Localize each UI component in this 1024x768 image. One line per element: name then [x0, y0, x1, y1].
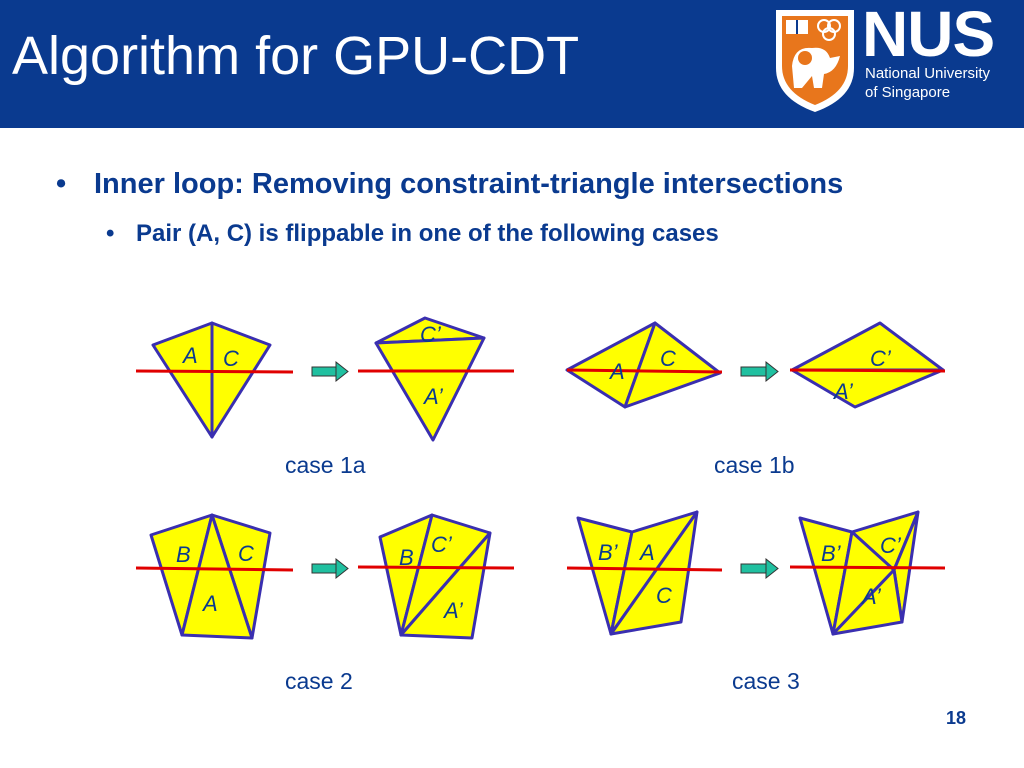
bullet-level2: • Pair (A, C) is flippable in one of the …: [106, 220, 719, 248]
case2-before-triangles: [149, 513, 272, 640]
case3-after-label: C’: [880, 533, 902, 558]
bullet-level2-text: Pair (A, C) is flippable in one of the f…: [136, 220, 719, 247]
case3-before-label: A: [638, 540, 655, 565]
case2-before-label: C: [238, 541, 254, 566]
arrow-icon: [740, 360, 779, 383]
case1a-after-triangles: [374, 316, 486, 442]
case2-before-label: A: [201, 591, 218, 616]
logo-subtitle-line2: of Singapore: [865, 84, 951, 101]
arrow-icon: [311, 360, 349, 383]
case2-after-label: A’: [442, 598, 464, 623]
case2-after-label: B: [399, 545, 414, 570]
bullet-dot-icon: •: [106, 220, 115, 247]
case1a-after-label: A’: [422, 384, 444, 409]
slide-title: Algorithm for GPU-CDT: [12, 26, 580, 86]
bullet-level1-text: Inner loop: Removing constraint-triangle…: [94, 168, 844, 200]
case2-after-label: C’: [431, 532, 453, 557]
case-caption: case 1a: [285, 452, 366, 478]
header-bar: Algorithm for GPU-CDT NUS National Unive…: [0, 0, 1024, 128]
case3-before-label: C: [656, 583, 672, 608]
arrow-icon: [311, 557, 349, 580]
case3-after-triangles: [798, 510, 920, 636]
case3-before-label: B’: [598, 540, 619, 565]
case3-after-label: B’: [821, 541, 842, 566]
case1a-before-label: A: [181, 343, 198, 368]
logo-subtitle: National University of Singapore: [865, 64, 990, 102]
case3-before-triangles: [576, 510, 699, 636]
case-caption: case 2: [285, 668, 353, 694]
bullet-level1: • Inner loop: Removing constraint-triangl…: [56, 168, 843, 201]
case1b-before-label: C: [660, 346, 676, 371]
case1b-before-triangles: [565, 321, 722, 409]
case2-after-triangles: [378, 513, 492, 640]
case2-before-label: B: [176, 542, 191, 567]
flip-arrows: [311, 360, 779, 580]
case1b-before-label: A: [608, 359, 625, 384]
arrow-icon: [740, 557, 779, 580]
nus-crest-icon: [776, 10, 854, 112]
page-number: 18: [946, 708, 967, 728]
logo-subtitle-line1: National University: [865, 65, 991, 82]
case3-after-label: A’: [860, 584, 882, 609]
logo-wordmark: NUS: [862, 0, 995, 70]
case1b-after-triangles: [790, 321, 945, 409]
nus-logo: NUS National University of Singapore: [772, 2, 1017, 116]
case1b-after-label: A’: [832, 379, 854, 404]
case-caption: case 1b: [714, 452, 795, 478]
case1a-before-label: C: [223, 346, 239, 371]
constraint-lines: [135, 368, 946, 572]
case1a-after-label: C’: [420, 322, 442, 347]
case-caption: case 3: [732, 668, 800, 694]
case1b-after-label: C’: [870, 346, 892, 371]
bullet-dot-icon: •: [56, 168, 67, 200]
case1a-before-triangles: [151, 321, 272, 439]
